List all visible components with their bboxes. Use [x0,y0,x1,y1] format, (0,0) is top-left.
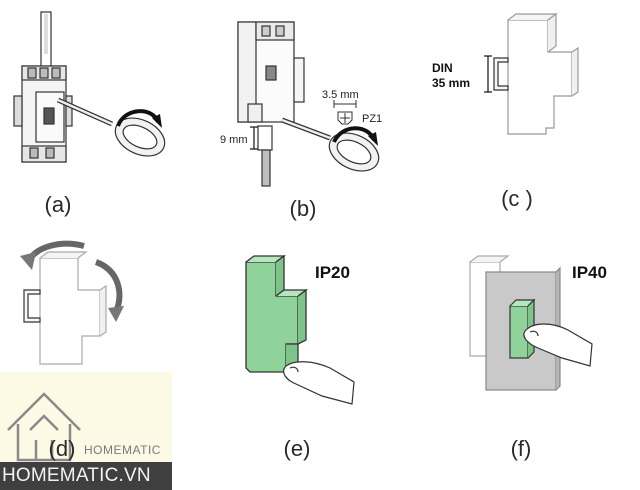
modular-device-icon [237,21,305,123]
green-module-icon [245,254,308,373]
finger-icon [523,323,593,367]
rotate-arrow-icon [94,259,123,314]
watermark-band [0,462,172,490]
bit-tip-icon [333,100,357,125]
strip-length-label: 9 mm [220,134,248,146]
ip40-label: IP40 [572,263,607,282]
din-rail-icon [484,55,509,93]
caption-b: (b) [290,196,317,221]
panel-c: DIN 35 mm (c ) [432,12,579,211]
panel-b: 9 mm 3.5 mm PZ1 (b) [220,21,382,221]
ip20-label: IP20 [315,263,350,282]
modular-device-icon [13,65,73,163]
panel-d [20,240,124,365]
caption-d: (d) [49,436,76,461]
screwdriver-icon [56,97,166,157]
caption-a: (a) [45,192,72,217]
caption-e: (e) [284,436,311,461]
panel-f: IP40 (f) [469,255,607,461]
screwdriver-icon [281,117,380,172]
caption-f: (f) [511,436,532,461]
bit-type-label: PZ1 [362,113,382,125]
caption-c: (c ) [501,186,533,211]
din-rail-icon [23,289,41,323]
panel-e: IP20 (e) [245,254,355,461]
watermark-site: HOMEMATIC.VN [2,465,151,486]
watermark-brand: HOMEMATIC [84,443,161,457]
wire-icon [250,125,273,187]
watermark-logo-icon [7,392,81,462]
din-label: DIN [432,61,453,75]
panel-a: (a) [13,11,166,217]
rail-width-label: 35 mm [432,76,470,90]
modular-device-icon [39,251,107,365]
tip-size-label: 3.5 mm [322,89,359,101]
finger-icon [283,361,355,405]
modular-device-icon [507,12,579,135]
